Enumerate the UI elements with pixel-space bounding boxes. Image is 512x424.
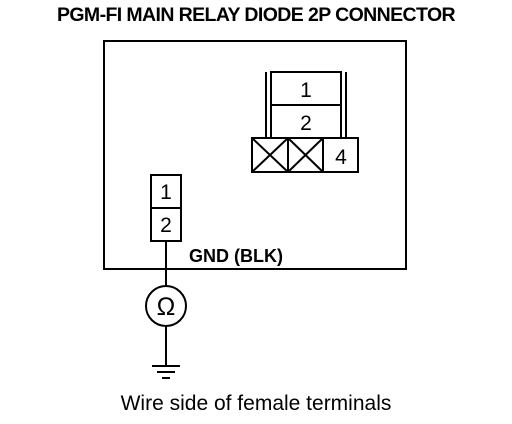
connector-a-unused-cavity-mark-2b <box>287 137 324 173</box>
ohmmeter-icon: Ω <box>145 285 187 327</box>
connector-a-terminal-4-label: 4 <box>335 146 347 169</box>
connector-b-terminal-2-label: 2 <box>160 214 172 237</box>
diagram-title: PGM-FI MAIN RELAY DIODE 2P CONNECTOR <box>56 4 456 26</box>
connector-outline <box>103 40 407 270</box>
connector-b: 1 2 <box>150 174 182 242</box>
wire-label: GND (BLK) <box>189 246 283 266</box>
ohm-symbol: Ω <box>157 293 176 321</box>
connector-a: 1 2 4 <box>251 71 359 173</box>
connector-a-terminal-1-label: 1 <box>300 79 312 102</box>
diagram-caption: Wire side of female terminals <box>120 392 392 415</box>
connector-a-unused-cavity-mark-1b <box>251 137 289 173</box>
connector-a-bottom-row <box>251 137 359 173</box>
connector-b-terminal-1-label: 1 <box>160 181 172 204</box>
ground-icon <box>152 365 180 379</box>
connector-a-terminal-2-label: 2 <box>300 112 312 135</box>
